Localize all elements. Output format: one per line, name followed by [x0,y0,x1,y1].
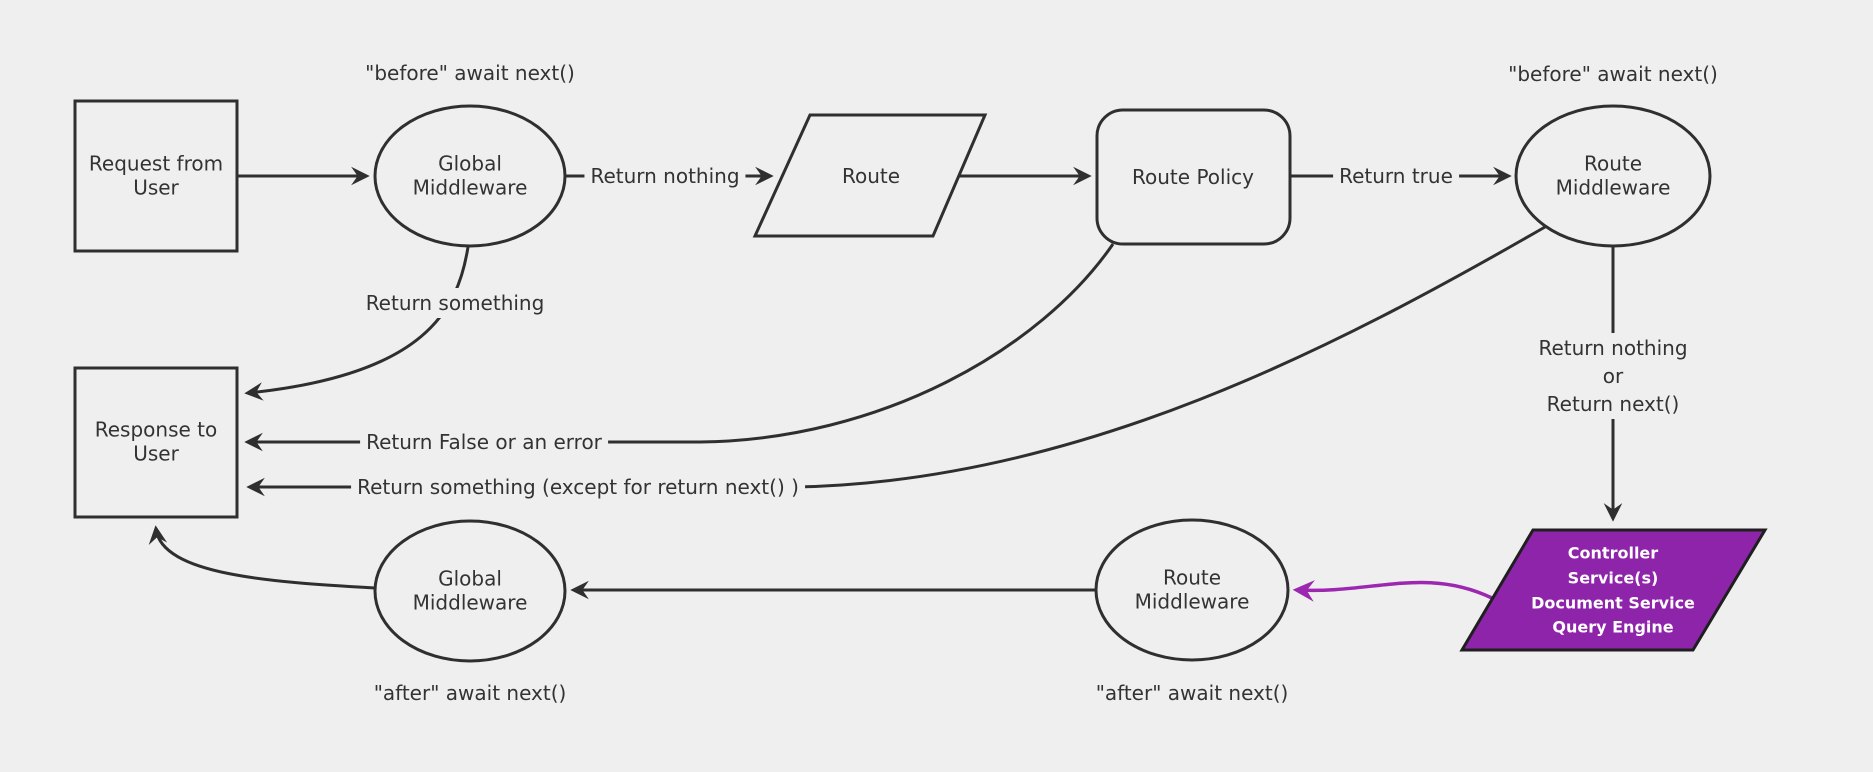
route-middleware-after-node [1094,518,1290,662]
response-to-user-node [73,366,239,519]
before-await-next-route-annotation: "before" await next() [1508,61,1718,86]
return-nothing-edge-label: Return nothing [584,161,746,191]
edge-route-middleware-to-response [246,225,1546,497]
edge-route-policy-to-response [244,243,1115,452]
return-something-except-edge-label: Return something (except for return next… [351,472,805,502]
route-policy-node [1095,108,1292,246]
after-await-next-route-annotation: "after" await next() [1095,680,1289,705]
edge-controller-to-route-middleware-after [1292,580,1493,602]
request-from-user-node [73,99,239,253]
route-node [752,113,988,238]
route-middleware-before-node [1514,104,1712,248]
return-something-edge-label: Return something [359,288,551,318]
after-await-next-global-annotation: "after" await next() [373,680,567,705]
before-await-next-global-annotation: "before" await next() [365,60,575,85]
controller-services-node [1459,528,1768,652]
edge-global-middleware-to-response [244,246,470,401]
return-false-or-error-edge-label: Return False or an error [360,427,608,457]
edge-global-middleware-after-to-response [148,525,376,590]
global-middleware-after-node [373,519,567,663]
return-true-edge-label: Return true [1333,161,1459,191]
return-nothing-or-next-edge-label: Return nothing or Return next() [1532,333,1694,419]
global-middleware-before-node [373,104,567,248]
